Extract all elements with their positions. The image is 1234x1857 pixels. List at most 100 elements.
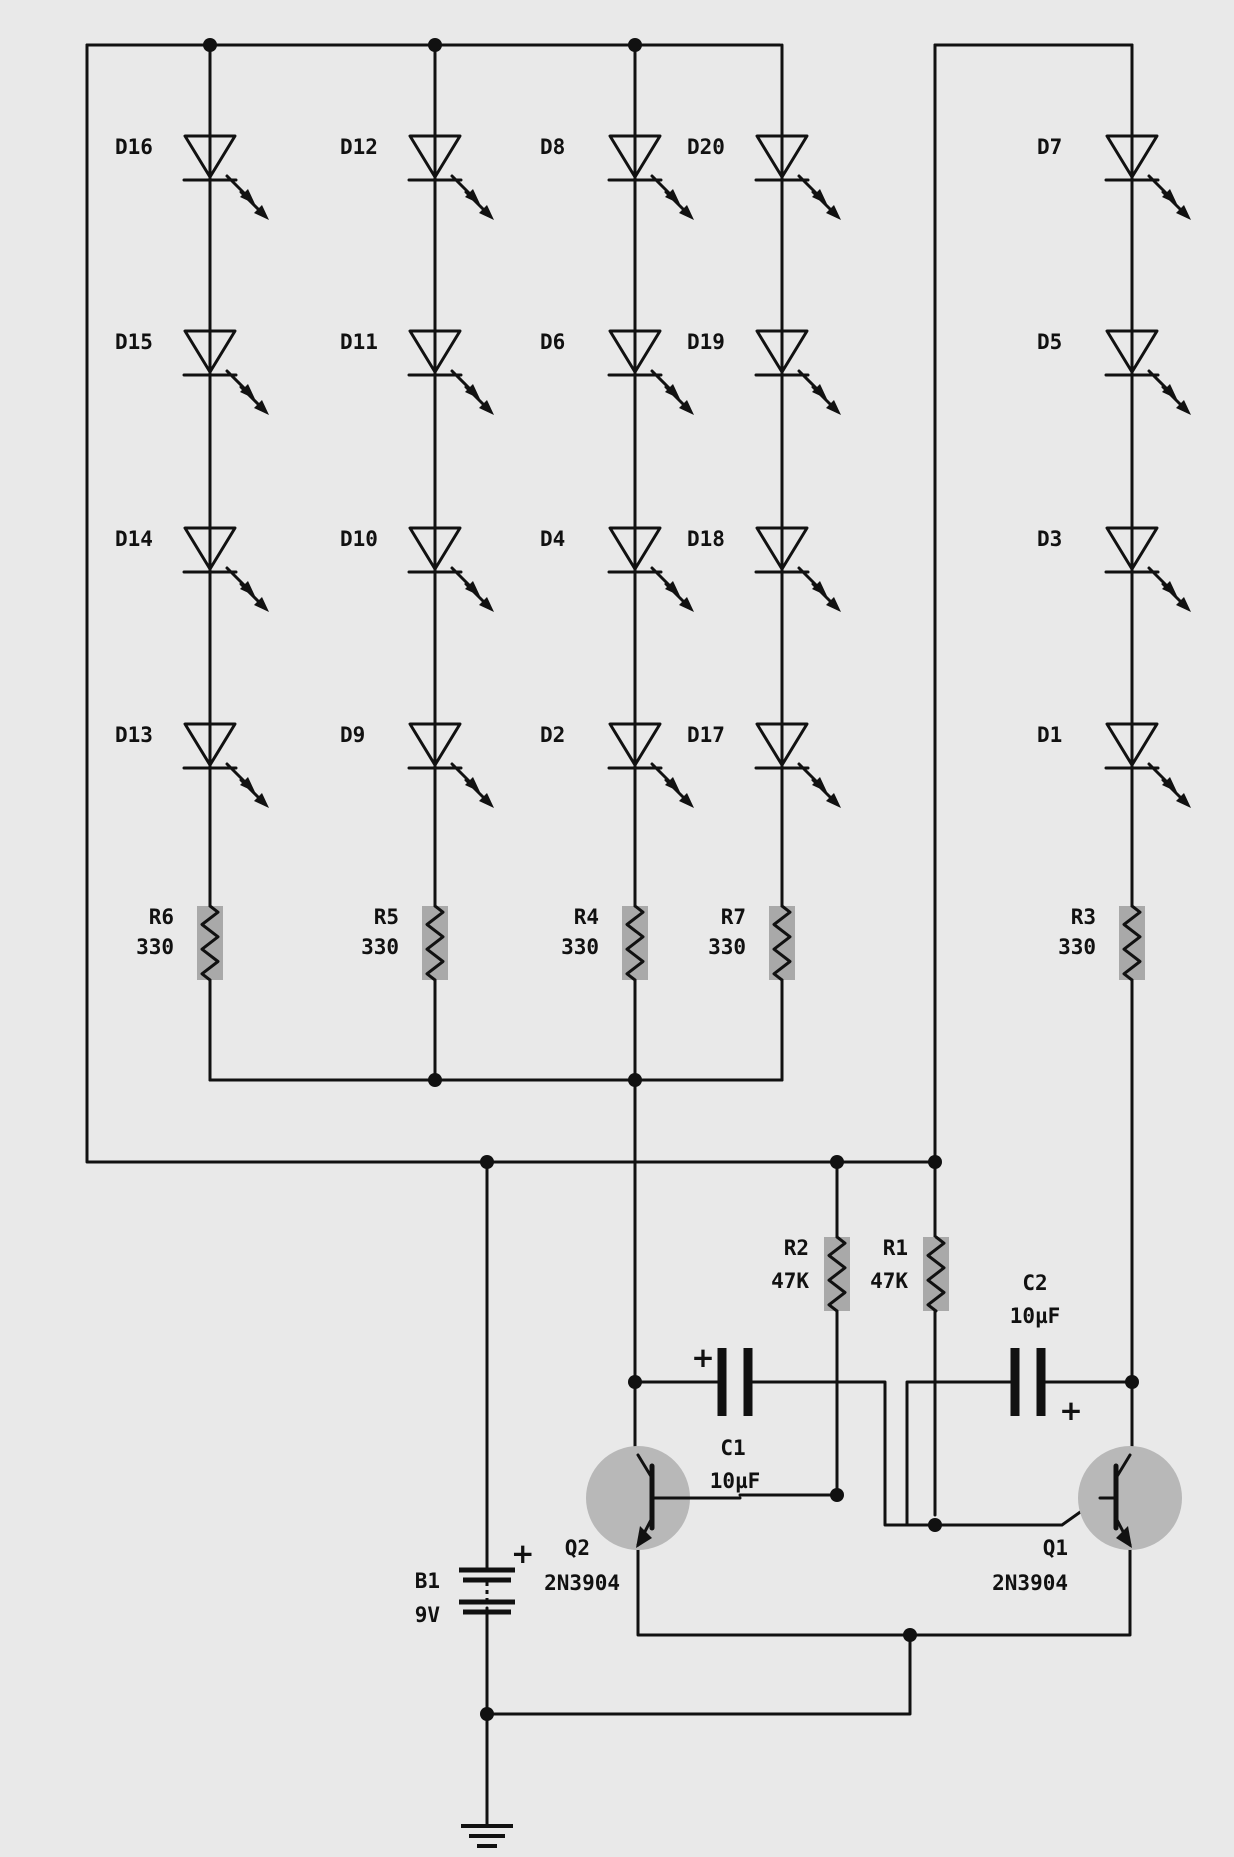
resistor-zigzag	[1122, 904, 1142, 982]
light-arrow-head	[254, 793, 269, 808]
resistor-value-label: 330	[136, 935, 174, 959]
light-arrow-head	[826, 400, 841, 415]
led-anode-triangle	[755, 722, 809, 767]
junctions	[203, 38, 1139, 1721]
junction-dot	[628, 38, 642, 52]
transistor-collector	[636, 1453, 654, 1480]
led-label: D17	[687, 723, 725, 747]
transistor-ref-label: Q1	[1043, 1536, 1068, 1560]
junction-dot	[1125, 1375, 1139, 1389]
resistor-zigzag	[926, 1235, 946, 1313]
light-arrow-head	[240, 581, 255, 596]
capacitor-value-label: 10µF	[710, 1469, 761, 1493]
led-d10	[407, 526, 494, 612]
resistor-value-label: 47K	[771, 1269, 809, 1293]
transistor-part-label: 2N3904	[992, 1571, 1068, 1595]
light-arrow-head	[479, 793, 494, 808]
junction-dot	[203, 38, 217, 52]
led-label: D9	[340, 723, 365, 747]
led-d9	[407, 722, 494, 808]
transistor-collector	[1114, 1453, 1132, 1480]
light-arrow-head	[679, 400, 694, 415]
led-anode-triangle	[408, 134, 462, 179]
light-arrow-head	[826, 597, 841, 612]
led-label: D7	[1037, 135, 1062, 159]
light-arrow-head	[665, 189, 680, 204]
led-label: D5	[1037, 330, 1062, 354]
polarity-mark: +	[1059, 1394, 1082, 1427]
transistor-q1	[1078, 1446, 1182, 1550]
light-arrow-head	[479, 597, 494, 612]
junction-dot	[903, 1628, 917, 1642]
junction-dot	[628, 1375, 642, 1389]
led-label: D1	[1037, 723, 1062, 747]
led-label: D13	[115, 723, 153, 747]
resistor-r4	[622, 904, 648, 982]
resistor-ref-label: R3	[1071, 905, 1096, 929]
c2-left-lead	[905, 1380, 1017, 1527]
led-anode-triangle	[1105, 526, 1159, 571]
led-label: D16	[115, 135, 153, 159]
junction-dot	[480, 1707, 494, 1721]
junction-dot	[830, 1488, 844, 1502]
led-anode-triangle	[408, 526, 462, 571]
led-label: D3	[1037, 527, 1062, 551]
light-arrow-head	[240, 777, 255, 792]
led-d20	[754, 134, 841, 220]
resistor-ref-label: R1	[883, 1236, 908, 1260]
labels: D16D15D14D13R6330D12D11D10D9R5330D8D6D4D…	[115, 135, 1096, 1627]
light-arrow-head	[826, 793, 841, 808]
junction-dot	[428, 38, 442, 52]
battery-ref-label: B1	[415, 1569, 440, 1593]
wires	[85, 43, 1134, 1827]
led-d14	[182, 526, 269, 612]
led-anode-triangle	[183, 526, 237, 571]
led-anode-triangle	[183, 134, 237, 179]
light-arrow-head	[812, 384, 827, 399]
led-anode-triangle	[1105, 134, 1159, 179]
components	[182, 134, 1191, 1848]
light-arrow-head	[665, 777, 680, 792]
resistor-r5	[422, 904, 448, 982]
junction-dot	[480, 1155, 494, 1169]
light-arrow-head	[465, 189, 480, 204]
q1-base-wire	[933, 1496, 1102, 1527]
resistor-ref-label: R2	[784, 1236, 809, 1260]
led-label: D11	[340, 330, 378, 354]
resistor-zigzag	[625, 904, 645, 982]
light-arrow-head	[679, 793, 694, 808]
capacitor-c1	[717, 1348, 753, 1416]
light-arrow-head	[812, 189, 827, 204]
led-d4	[607, 526, 694, 612]
led-label: D4	[540, 527, 565, 551]
junction-dot	[830, 1155, 844, 1169]
capacitor-ref-label: C1	[720, 1436, 745, 1460]
transistor-halo	[586, 1446, 690, 1550]
resistor-value-label: 330	[561, 935, 599, 959]
emitter-ground-wire	[485, 1633, 912, 1716]
q1-emitter-wire	[908, 1543, 1132, 1637]
led-label: D18	[687, 527, 725, 551]
light-arrow-head	[679, 205, 694, 220]
resistor-r3	[1119, 904, 1145, 982]
polarity-mark: +	[691, 1341, 714, 1374]
led-label: D12	[340, 135, 378, 159]
light-arrow-head	[1162, 581, 1177, 596]
led-anode-triangle	[608, 134, 662, 179]
led-d5	[1104, 329, 1191, 415]
resistor-ref-label: R5	[374, 905, 399, 929]
resistor-zigzag	[827, 1235, 847, 1313]
light-arrow-head	[665, 384, 680, 399]
led-label: D8	[540, 135, 565, 159]
led-anode-triangle	[608, 722, 662, 767]
resistor-r6	[197, 904, 223, 982]
led-label: D6	[540, 330, 565, 354]
light-arrow-head	[479, 205, 494, 220]
resistor-value-label: 330	[1058, 935, 1096, 959]
light-arrow-head	[1162, 384, 1177, 399]
led-d18	[754, 526, 841, 612]
led-anode-triangle	[183, 329, 237, 374]
resistor-value-label: 330	[708, 935, 746, 959]
led-anode-triangle	[755, 329, 809, 374]
